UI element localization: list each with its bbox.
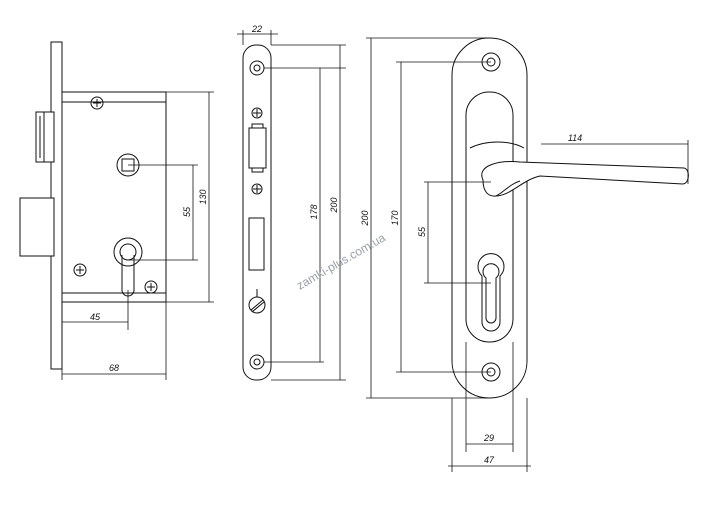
keyhole <box>477 253 505 332</box>
case-screw-top <box>90 96 104 110</box>
case-screw-left <box>73 263 87 277</box>
cylinder-screw-icon <box>248 289 266 314</box>
faceplate-view: 22 <box>237 24 346 381</box>
dim-faceplate-length: 200 <box>329 197 339 213</box>
handle-plate-view: 114 200 170 55 29 47 <box>360 37 689 472</box>
dim-faceplate-width: 22 <box>251 24 262 34</box>
dim-faceplate-screw-distance: 178 <box>309 204 319 219</box>
dim-plate-screw-spacing: 29 <box>483 433 494 443</box>
dim-handle-length: 114 <box>568 133 582 143</box>
dim-plate-center-distance: 55 <box>417 226 427 237</box>
bolt-window <box>248 217 265 271</box>
dim-plate-length: 200 <box>360 210 370 226</box>
watermark: zamki-plus.com.ua <box>294 230 388 292</box>
latch-bolt <box>35 111 55 163</box>
dim-lock-depth: 68 <box>109 363 119 373</box>
lock-case <box>61 91 167 303</box>
dim-lock-height: 130 <box>198 189 208 204</box>
cylinder-opening <box>113 237 143 297</box>
handle-lever <box>481 161 689 197</box>
faceplate-screw-mid2 <box>251 183 263 195</box>
dim-plate-width: 47 <box>484 455 495 465</box>
lock-body-view: 55 130 45 68 <box>19 41 214 380</box>
dim-plate-screw-distance: 170 <box>390 210 400 225</box>
dim-backset: 45 <box>90 312 101 322</box>
faceplate <box>242 44 272 381</box>
dim-lock-center-distance: 55 <box>182 206 192 217</box>
backplate-inner <box>465 91 514 343</box>
dead-bolt <box>19 197 55 257</box>
case-screw-right <box>144 280 158 294</box>
faceplate-screw-mid1 <box>251 107 263 119</box>
